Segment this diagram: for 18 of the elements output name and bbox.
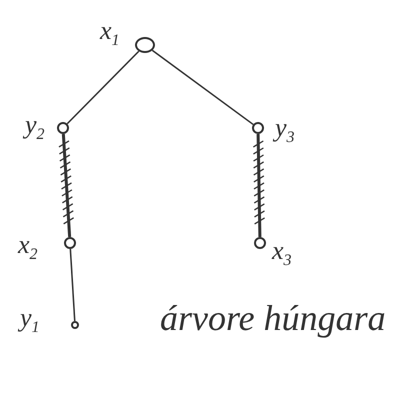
caption-text: árvore húngara <box>160 300 387 338</box>
vertex-label: x$_{3}$ <box>272 238 292 270</box>
hatched-edge <box>252 134 265 238</box>
node-circle <box>254 237 266 249</box>
node-circle <box>57 122 69 134</box>
vertex-label: y$_{3}$ <box>275 115 295 146</box>
node-circle <box>135 37 155 53</box>
hatched-edge <box>58 134 74 238</box>
node-circle <box>64 237 76 249</box>
vertex-label: x$_{2}$ <box>18 232 38 264</box>
node-circle <box>252 122 264 134</box>
vertex-label: y$_{1}$ <box>20 305 40 336</box>
node-circle <box>71 321 79 329</box>
vertex-label: y$_{2}$ <box>25 112 45 144</box>
edge-line <box>152 50 254 126</box>
vertex-label: x$_{1}$ <box>100 18 120 50</box>
edge-line <box>70 248 76 322</box>
edge-line <box>66 50 140 124</box>
